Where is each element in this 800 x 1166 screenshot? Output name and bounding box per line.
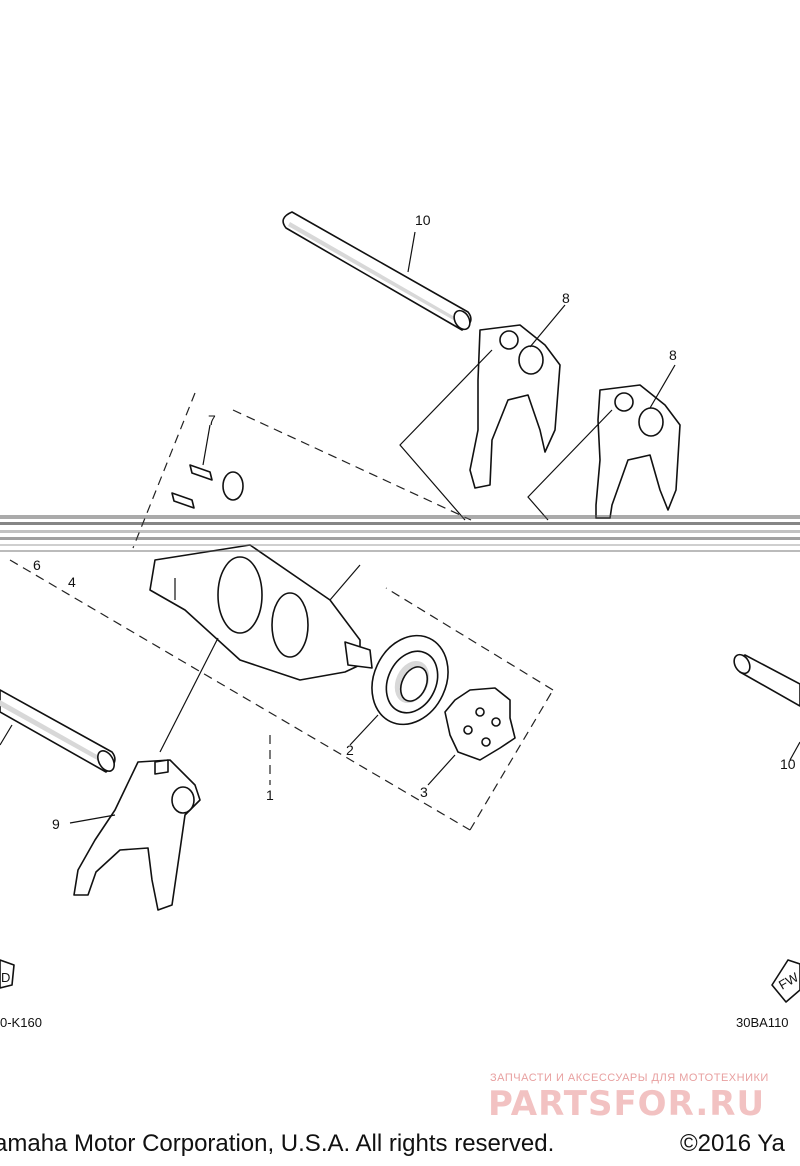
callout-1: 1 [266,787,274,803]
forward-arrow-right-icon: FW [771,959,800,1003]
callout-3: 3 [420,784,428,800]
shift-fork-8a [399,304,566,521]
callout-10b: 10 [780,756,796,772]
shift-fork-shaft-top [282,211,472,331]
callout-8a: 8 [562,290,570,306]
watermark-logo: PARTSFOR.RU [488,1084,766,1124]
figure-code-left: 0-K160 [0,1015,42,1030]
screw-7 [171,424,244,509]
callout-4: 4 [68,574,76,590]
callout-10a: 10 [415,212,431,228]
callout-2: 2 [346,742,354,758]
copyright-left: amaha Motor Corporation, U.S.A. All righ… [0,1130,555,1157]
callout-7: 7 [208,412,216,428]
segment-3 [427,687,516,786]
callout-6: 6 [33,557,41,573]
svg-text:D: D [1,970,10,985]
shift-fork-shaft-right [733,653,800,761]
shift-fork-9 [69,759,201,911]
figure-code-right: 30BA110 [736,1015,789,1030]
bearing-2 [349,634,449,746]
callout-9: 9 [52,816,60,832]
shift-fork-shaft-left [0,689,116,773]
scan-noise-band [0,515,800,552]
callout-8b: 8 [669,347,677,363]
forward-arrow-left-icon: D [0,959,15,989]
watermark-tagline: ЗАПЧАСТИ И АКСЕССУАРЫ ДЛЯ МОТОТЕХНИКИ [490,1072,769,1084]
shift-fork-8b [527,364,681,521]
copyright-right: ©2016 Ya [680,1130,785,1157]
shift-drum-1 [149,544,373,753]
